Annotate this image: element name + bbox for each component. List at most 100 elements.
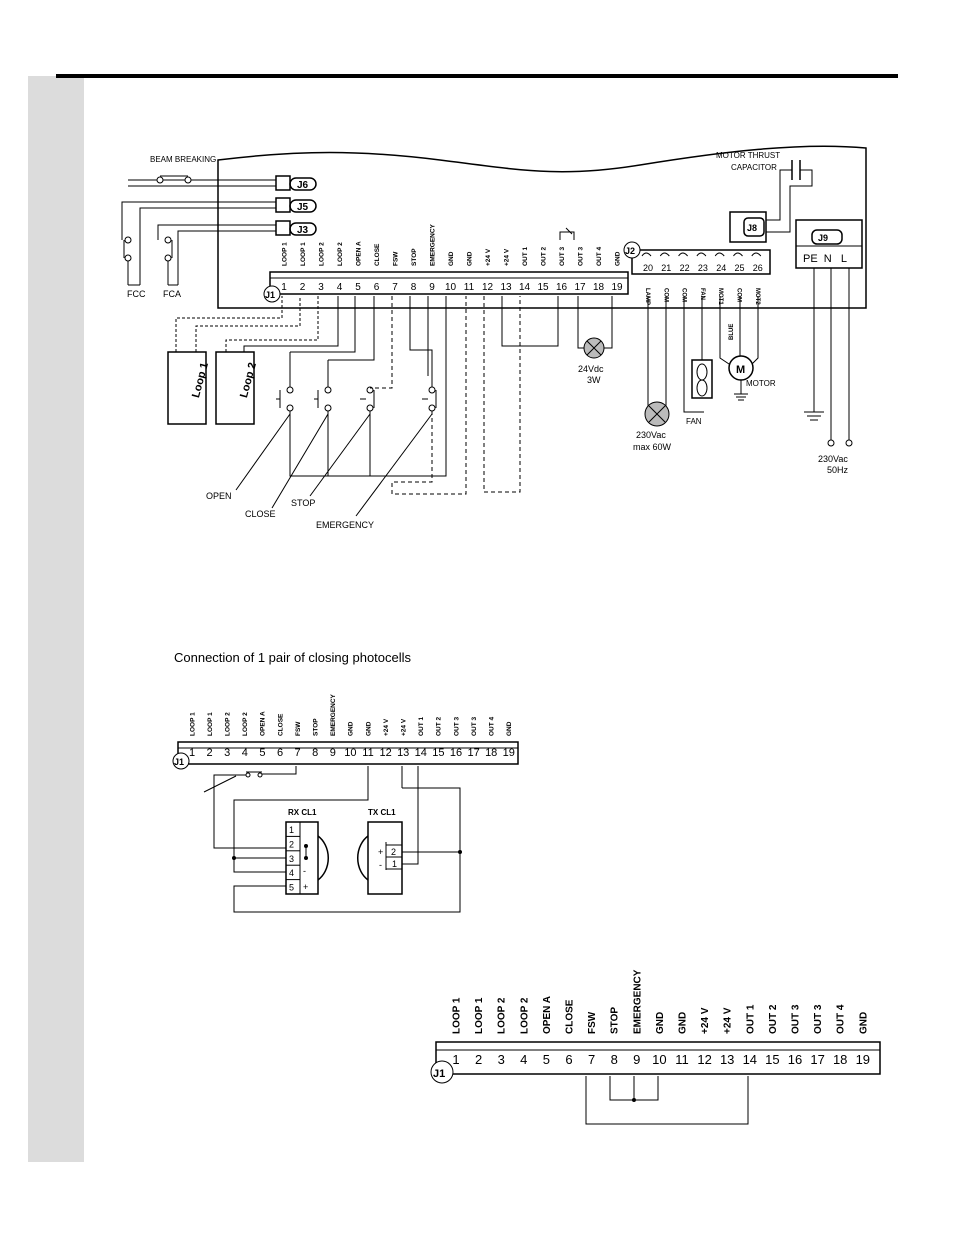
svg-text:J6: J6 bbox=[297, 180, 309, 191]
d2-j1-label-4: LOOP 2 bbox=[242, 712, 249, 736]
fca-wire-b bbox=[177, 230, 276, 285]
d1-j1-number-10: 10 bbox=[445, 282, 457, 293]
d2-j1-label-3: LOOP 2 bbox=[224, 712, 231, 736]
common-return-wire bbox=[289, 296, 447, 477]
out3-relay-contact bbox=[565, 227, 573, 235]
d1-j1-number-6: 6 bbox=[374, 282, 380, 293]
open-label: OPEN bbox=[206, 491, 232, 501]
d3-j1-number-13: 13 bbox=[720, 1052, 734, 1067]
svg-text:M: M bbox=[736, 364, 745, 376]
d1-j2-label-2: COM bbox=[662, 288, 668, 302]
tx-terminal-2: 2 bbox=[391, 847, 396, 857]
photocell-diagram: Connection of 1 pair of closing photocel… bbox=[172, 650, 519, 913]
lamp24-watt: 3W bbox=[587, 375, 601, 385]
d2-j1-number-10: 10 bbox=[344, 747, 356, 759]
d1-j1-number-1: 1 bbox=[281, 282, 287, 293]
loop2-twisted-b bbox=[243, 296, 339, 352]
d3-j1-label-7: FSW bbox=[587, 1011, 598, 1034]
loop1-detector: Loop 1 bbox=[167, 351, 211, 425]
d1-j1-label-10: GND bbox=[448, 251, 455, 266]
tx-plus: + bbox=[378, 847, 383, 857]
d1-j1-label-3: LOOP 2 bbox=[318, 242, 325, 266]
d2-j1-number-19: 19 bbox=[503, 747, 515, 759]
d1-j1-number-13: 13 bbox=[500, 282, 512, 293]
fan-wire-a bbox=[683, 296, 704, 413]
terminal-block-j1-large: J1 bbox=[430, 1041, 881, 1084]
rx-terminal-5: 5 bbox=[289, 883, 294, 893]
d2-j1-label-9: EMERGENCY bbox=[330, 693, 337, 736]
d3-j1-number-5: 5 bbox=[543, 1052, 550, 1067]
junction-dot-24v bbox=[458, 850, 462, 854]
d3-j1-number-7: 7 bbox=[588, 1052, 595, 1067]
d3-j1-label-3: LOOP 2 bbox=[497, 997, 508, 1034]
connector-j6: J6 bbox=[275, 175, 317, 191]
d1-j1-number-15: 15 bbox=[537, 282, 549, 293]
d2-j1-number-6: 6 bbox=[277, 747, 283, 759]
lamp230-watt: max 60W bbox=[633, 442, 672, 452]
control-board-diagram: BEAM BREAKING J6 J5 J3 bbox=[121, 145, 867, 530]
d3-j1-number-10: 10 bbox=[652, 1052, 666, 1067]
d2-j1-number-11: 11 bbox=[362, 747, 373, 759]
d3-j1-number-8: 8 bbox=[611, 1052, 618, 1067]
svg-text:J1: J1 bbox=[433, 1068, 445, 1080]
d2-j1-label-6: CLOSE bbox=[277, 713, 284, 736]
svg-text:Loop 1: Loop 1 bbox=[190, 361, 211, 399]
rx-terminal-1: 1 bbox=[289, 825, 294, 835]
emergency-return-dashed bbox=[391, 296, 467, 495]
d1-j1-number-19: 19 bbox=[611, 282, 623, 293]
emergency-label: EMERGENCY bbox=[316, 520, 374, 530]
d1-j1-label-12: +24 V bbox=[485, 248, 492, 266]
earth-ground-icon bbox=[804, 268, 824, 421]
d1-j1-number-2: 2 bbox=[300, 282, 306, 293]
loop2-twisted-a bbox=[225, 296, 319, 352]
d1-j1-label-7: FSW bbox=[392, 251, 399, 266]
d1-j1-label-4: LOOP 2 bbox=[337, 242, 344, 266]
d2-j1-label-11: GND bbox=[365, 721, 372, 736]
d1-j2-label-4: FAN bbox=[699, 288, 705, 300]
tx-terminal-1: 1 bbox=[392, 859, 397, 869]
d3-j1-label-19: GND bbox=[858, 1012, 869, 1034]
d1-j1-number-17: 17 bbox=[574, 282, 586, 293]
d1-j1-number-11: 11 bbox=[464, 282, 475, 293]
fsw-dashed-wire bbox=[370, 296, 393, 389]
d1-j2-number-20: 20 bbox=[643, 263, 653, 273]
d3-j1-number-11: 11 bbox=[675, 1052, 689, 1067]
connector-j3: J3 bbox=[275, 220, 317, 236]
terminal-block-j1: J1 bbox=[263, 271, 629, 303]
svg-text:J5: J5 bbox=[297, 202, 309, 213]
rx-terminal-4: 4 bbox=[289, 868, 294, 878]
page-margin-band bbox=[28, 76, 84, 1162]
d2-j1-label-7: FSW bbox=[295, 721, 302, 736]
d1-j2-label-3: COM bbox=[681, 288, 687, 302]
supply-freq: 50Hz bbox=[827, 465, 849, 475]
d2-j1-number-14: 14 bbox=[415, 747, 427, 759]
svg-text:J8: J8 bbox=[747, 223, 757, 233]
d3-j1-number-6: 6 bbox=[565, 1052, 572, 1067]
d2-j1-number-4: 4 bbox=[242, 747, 248, 759]
svg-text:RX CL1: RX CL1 bbox=[288, 808, 317, 817]
d3-j1-number-9: 9 bbox=[633, 1052, 640, 1067]
d2-j1-label-16: OUT 3 bbox=[453, 716, 460, 736]
d2-j1-number-17: 17 bbox=[467, 747, 479, 759]
loop1-twisted-a bbox=[175, 296, 283, 352]
d1-j1-label-19: GND bbox=[614, 251, 621, 266]
d2-j1-label-19: GND bbox=[506, 721, 513, 736]
j9-terminals: PE N L bbox=[803, 253, 847, 265]
open-button-symbol bbox=[276, 296, 356, 412]
d2-j1-label-5: OPEN A bbox=[260, 711, 267, 736]
connector-j9: J9 PE N L bbox=[795, 219, 863, 269]
capacitor-symbol bbox=[766, 160, 813, 233]
d3-j1-label-9: EMERGENCY bbox=[632, 969, 643, 1034]
d2-j1-number-12: 12 bbox=[379, 747, 391, 759]
d3-j1-number-17: 17 bbox=[810, 1052, 824, 1067]
d1-j1-number-4: 4 bbox=[337, 282, 343, 293]
d2-j1-label-2: LOOP 1 bbox=[207, 712, 214, 736]
rx-minus-wire bbox=[233, 858, 286, 873]
tx-plus-wire bbox=[402, 787, 461, 853]
